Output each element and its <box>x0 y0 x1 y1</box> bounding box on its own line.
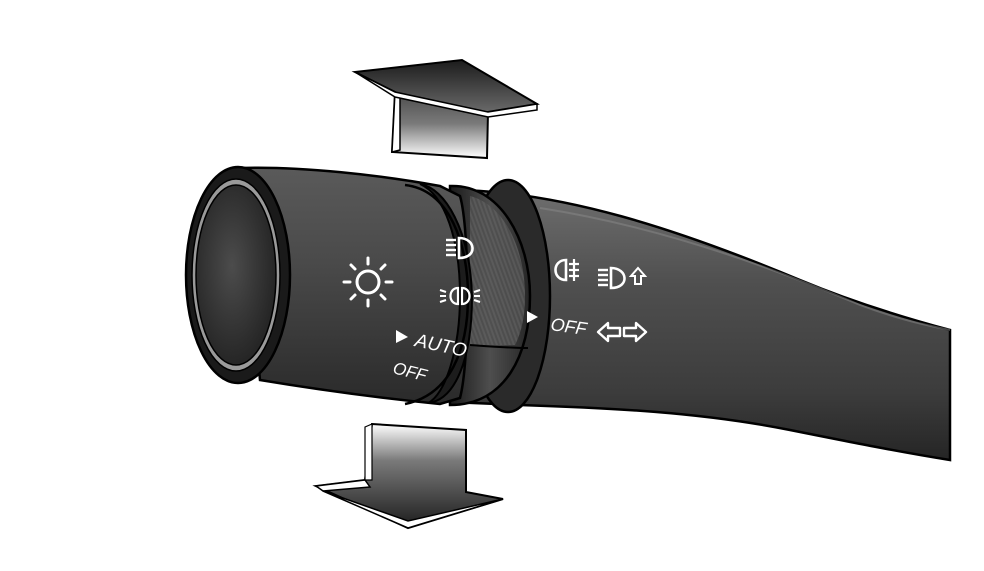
knurl-grip <box>470 196 525 345</box>
pointer-triangle-icon <box>527 311 538 323</box>
high-beam-flash-icon <box>598 266 648 290</box>
pointer-triangle-icon <box>396 330 408 343</box>
front-fog-lamp-icon <box>554 258 579 282</box>
end-cap <box>184 165 292 385</box>
turn-signal-arrows-icon <box>596 321 648 343</box>
arrow-down-icon <box>312 422 504 530</box>
parking-lamp-icon <box>439 286 481 306</box>
stalk-body <box>448 188 952 462</box>
high-beam-icon <box>446 236 474 260</box>
arrow-up-icon <box>351 58 540 160</box>
outer-rotary-ring[interactable] <box>448 178 552 414</box>
headlight-sun-icon <box>342 256 394 308</box>
